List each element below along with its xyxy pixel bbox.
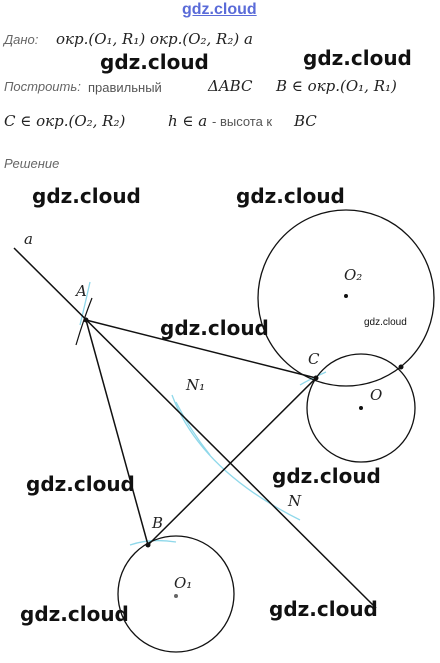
- arc-c-construction: [299, 371, 327, 386]
- site-header-link[interactable]: gdz.cloud: [182, 1, 257, 18]
- watermark: gdz.cloud: [364, 317, 407, 328]
- arc-n1-construction: [175, 401, 211, 456]
- label-o1: O₁: [174, 574, 193, 592]
- point-a: [83, 317, 89, 323]
- label-n1: N₁: [186, 376, 206, 394]
- watermark: gdz.cloud: [20, 602, 129, 626]
- construct-cond3-seg: BC: [294, 112, 317, 130]
- point-b: [145, 542, 151, 548]
- circle-o1: [117, 535, 235, 653]
- watermark: gdz.cloud: [160, 316, 269, 340]
- label-o: O: [370, 386, 383, 404]
- side-ab: [85, 319, 149, 546]
- label-a: A: [76, 282, 87, 300]
- label-b: B: [152, 514, 164, 532]
- label-n: N: [288, 492, 302, 510]
- circle-o: [306, 353, 416, 463]
- point-c: [313, 375, 319, 381]
- watermark: gdz.cloud: [269, 597, 378, 621]
- label-c: C: [308, 350, 320, 368]
- point-o: [359, 406, 363, 410]
- construct-cond1: B ∈ окр.(O₁, R₁): [276, 77, 397, 95]
- point-intersection: [398, 364, 404, 370]
- point-o2: [344, 294, 348, 298]
- label-line-a: a: [24, 230, 33, 248]
- watermark: gdz.cloud: [272, 464, 381, 488]
- watermark: gdz.cloud: [26, 472, 135, 496]
- side-ac: [85, 319, 317, 379]
- construct-cond2: C ∈ окр.(O₂, R₂): [4, 112, 126, 130]
- given-label: Дано:: [4, 32, 39, 47]
- point-o1: [174, 594, 178, 598]
- label-o2: O₂: [344, 266, 363, 284]
- watermark: gdz.cloud: [32, 184, 141, 208]
- construct-triangle: ΔABC: [208, 77, 253, 95]
- construct-label: Построить:: [4, 79, 81, 94]
- construct-cond3-math: h ∈ a: [168, 112, 208, 130]
- watermark: gdz.cloud: [236, 184, 345, 208]
- given-text: окр.(O₁, R₁) окр.(O₂, R₂) a: [56, 30, 253, 48]
- arc-a-construction: [79, 281, 91, 326]
- construct-intro: правильный: [88, 80, 162, 95]
- construct-cond3-text: - высота к: [212, 114, 273, 129]
- watermark: gdz.cloud: [303, 46, 412, 70]
- watermark: gdz.cloud: [100, 50, 209, 74]
- circle-o2: [257, 209, 435, 387]
- line-a: [13, 247, 377, 609]
- solution-label: Решение: [4, 156, 60, 171]
- side-bc: [147, 377, 317, 546]
